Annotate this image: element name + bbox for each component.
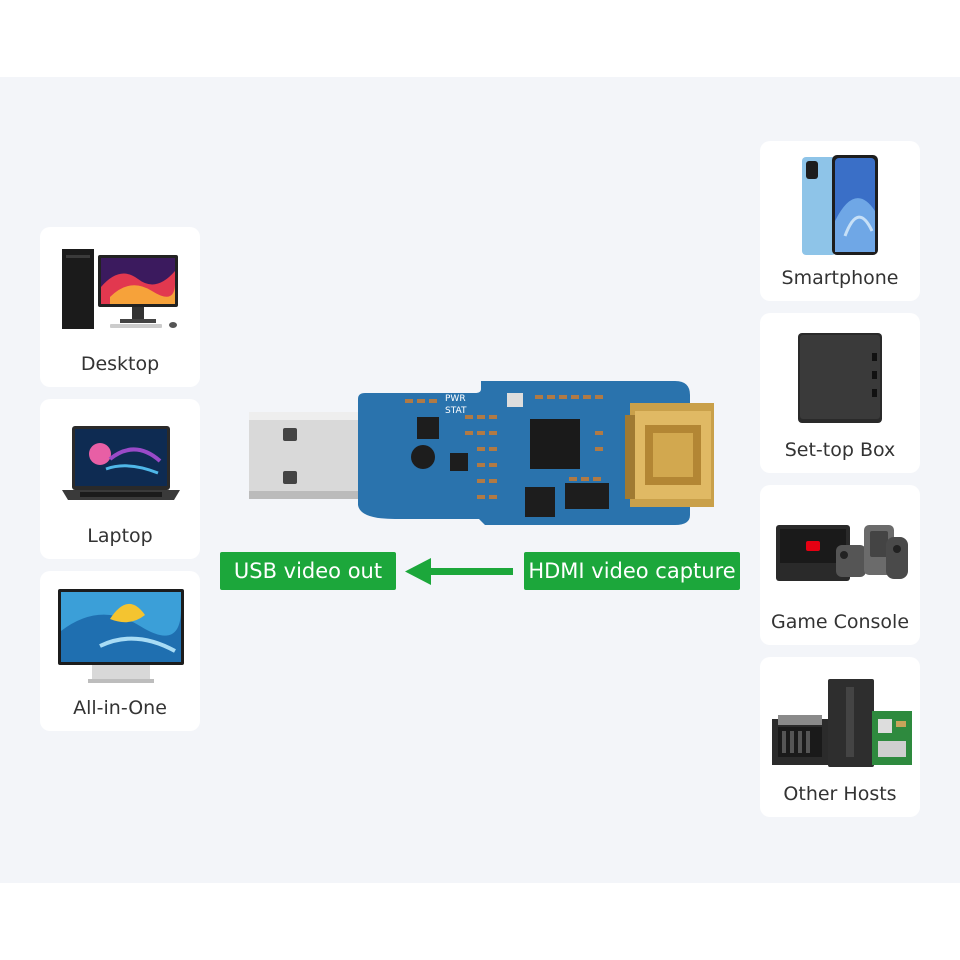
arrow-left-icon: [405, 558, 513, 585]
desktop-icon: [62, 249, 178, 329]
laptop-icon: [62, 426, 180, 500]
hdmi-video-capture-label: HDMI video capture: [524, 552, 740, 590]
silkscreen-pwr: PWR: [445, 394, 466, 404]
device-label: Laptop: [87, 525, 153, 547]
card-all-in-one: All-in-One: [40, 571, 200, 731]
other-hosts-icon: [772, 679, 912, 767]
device-label: Set-top Box: [784, 439, 896, 461]
set-top-box-icon: [798, 333, 882, 423]
device-label: Other Hosts: [783, 783, 897, 805]
device-label: Smartphone: [781, 267, 899, 289]
device-label: Desktop: [80, 353, 160, 375]
card-set-top-box: Set-top Box: [760, 313, 920, 473]
card-game-console: Game Console: [760, 485, 920, 645]
card-laptop: Laptop: [40, 399, 200, 559]
device-label: All-in-One: [73, 697, 167, 719]
all-in-one-icon: [58, 589, 184, 683]
silkscreen-stat: STAT: [445, 406, 467, 416]
device-label: Game Console: [770, 611, 910, 633]
hdmi-to-usb-capture-board: PWR STAT: [249, 381, 714, 525]
card-smartphone: Smartphone: [760, 141, 920, 301]
main-chip: [530, 419, 580, 469]
game-console-icon: [776, 525, 908, 581]
card-other-hosts: Other Hosts: [760, 657, 920, 817]
card-desktop: Desktop: [40, 227, 200, 387]
smartphone-icon: [802, 155, 878, 255]
usb-video-out-label: USB video out: [220, 552, 396, 590]
